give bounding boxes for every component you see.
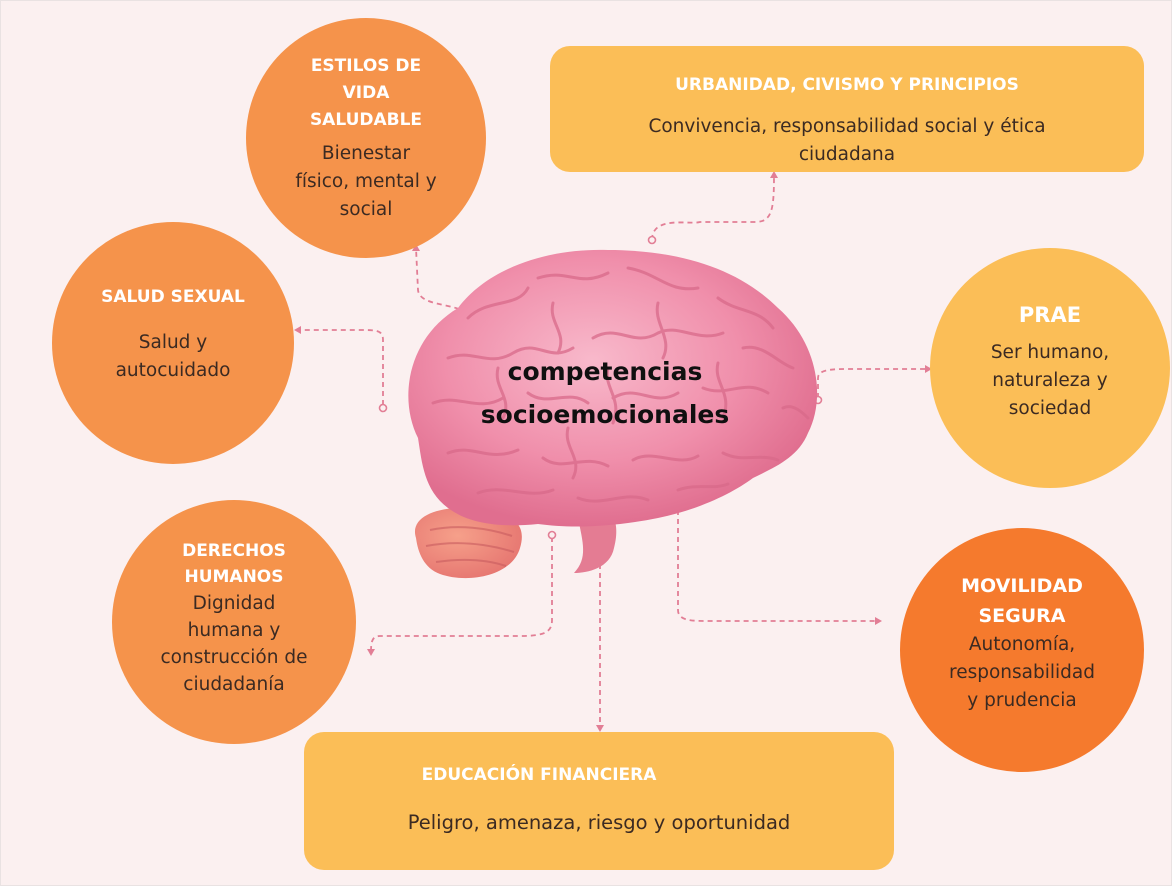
estilos-title-line-1: ESTILOS DE <box>310 55 422 76</box>
movilidad-body-line-3: y prudencia <box>967 690 1077 711</box>
node-prae-title: PRAE <box>1018 302 1082 327</box>
connector-estilos <box>415 247 471 323</box>
connector-urbanidad <box>651 174 775 241</box>
urbanidad-body-line-1: Convivencia, responsabilidad social y ét… <box>648 116 1046 137</box>
estilos-body-line-2: físico, mental y <box>295 170 437 192</box>
movilidad-title-line-2: SEGURA <box>978 605 1066 627</box>
movilidad-body-line-2: responsabilidad <box>949 662 1095 683</box>
estilos-body-line-3: social <box>339 198 393 220</box>
node-estilos-title: ESTILOS DE VIDA SALUDABLE <box>310 53 422 134</box>
derechos-body-line-1: Dignidad <box>192 593 276 614</box>
connector-prae <box>817 368 928 398</box>
node-urbanidad-body: Convivencia, responsabilidad social y ét… <box>648 113 1045 169</box>
node-urbanidad-civismo: URBANIDAD, CIVISMO Y PRINCIPIOS Conviven… <box>550 46 1144 172</box>
brain-stem <box>574 518 617 573</box>
estilos-title-line-2: VIDA <box>342 82 390 103</box>
node-prae-body: Ser humano, naturaleza y sociedad <box>991 339 1109 423</box>
derechos-title-line-2: HUMANOS <box>184 567 284 587</box>
cerebrum <box>408 249 818 527</box>
node-educacion-title: EDUCACIÓN FINANCIERA <box>421 765 657 785</box>
center-title-line-2: socioemocionales <box>480 400 730 429</box>
node-salud-title: SALUD SEXUAL <box>101 286 245 307</box>
estilos-body-line-1: Bienestar <box>321 142 411 164</box>
salud-body-line-2: autocuidado <box>115 359 231 381</box>
salud-body-line-1: Salud y <box>138 331 208 353</box>
node-salud-body: Salud y autocuidado <box>116 329 231 385</box>
node-estilos-vida-saludable: ESTILOS DE VIDA SALUDABLE Bienestar físi… <box>246 18 486 258</box>
derechos-body-line-2: humana y <box>187 620 281 641</box>
node-movilidad-body: Autonomía, responsabilidad y prudencia <box>949 631 1095 715</box>
center-title-line-1: competencias <box>507 357 703 386</box>
movilidad-body-line-1: Autonomía, <box>968 634 1076 655</box>
node-educacion-body: Peligro, amenaza, riesgo y oportunidad <box>407 811 791 834</box>
node-salud-sexual: SALUD SEXUAL Salud y autocuidado <box>52 222 294 464</box>
connector-salud <box>296 329 384 405</box>
derechos-body-line-4: ciudadanía <box>183 674 285 695</box>
derechos-title-line-1: DERECHOS <box>182 541 286 561</box>
node-movilidad-segura: MOVILIDAD SEGURA Autonomía, responsabili… <box>900 528 1144 772</box>
prae-body-line-3: sociedad <box>1008 397 1092 419</box>
urbanidad-body-line-2: ciudadana <box>798 144 896 165</box>
node-movilidad-title: MOVILIDAD SEGURA <box>961 571 1083 631</box>
brain-illustration <box>378 228 838 588</box>
prae-body-line-1: Ser humano, <box>990 341 1110 363</box>
prae-body-line-2: naturaleza y <box>992 369 1108 391</box>
estilos-title-line-3: SALUDABLE <box>309 109 423 130</box>
node-prae: PRAE Ser humano, naturaleza y sociedad <box>930 248 1170 488</box>
movilidad-title-line-1: MOVILIDAD <box>961 575 1083 597</box>
center-title: competencias socioemocionales <box>440 350 770 436</box>
node-estilos-body: Bienestar físico, mental y social <box>295 140 436 224</box>
derechos-body-line-3: construcción de <box>160 647 308 668</box>
node-urbanidad-title: URBANIDAD, CIVISMO Y PRINCIPIOS <box>675 75 1019 95</box>
node-derechos-body: Dignidad humana y construcción de ciudad… <box>161 590 308 698</box>
node-educacion-financiera: EDUCACIÓN FINANCIERA Peligro, amenaza, r… <box>304 732 894 870</box>
node-derechos-humanos: DERECHOS HUMANOS Dignidad humana y const… <box>112 500 356 744</box>
node-derechos-title: DERECHOS HUMANOS <box>182 538 286 590</box>
connector-movilidad <box>677 510 878 622</box>
